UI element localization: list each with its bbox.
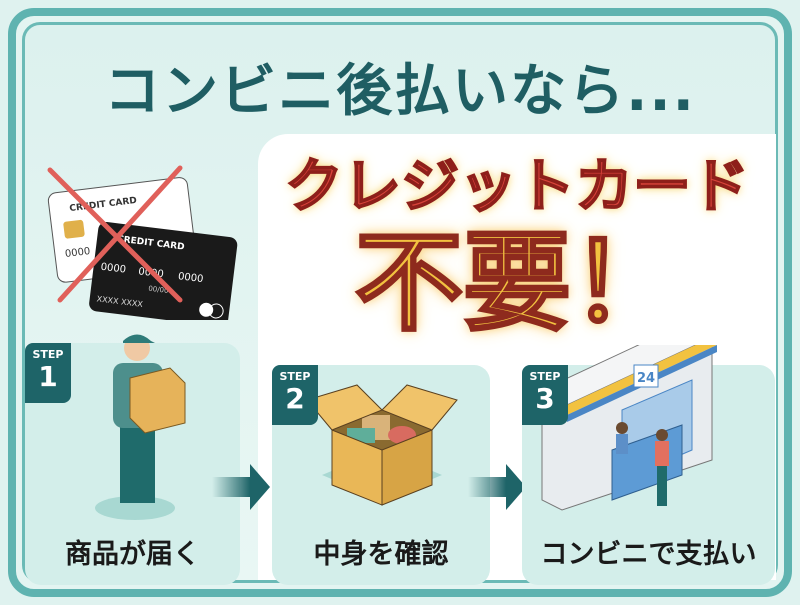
card-expiry: 00/00 bbox=[148, 285, 169, 295]
step-label: 中身を確認 bbox=[313, 539, 449, 570]
card-number: 0000 bbox=[100, 262, 127, 276]
arrow-right-icon bbox=[212, 464, 270, 510]
card-number: 0000 bbox=[177, 271, 204, 285]
card-number: 0000 bbox=[64, 246, 91, 260]
delivery-person-illustration bbox=[95, 334, 186, 520]
arrow-right-icon bbox=[468, 464, 526, 510]
convenience-store-illustration: 24 bbox=[540, 345, 717, 511]
step-label: 商品が届く bbox=[65, 539, 200, 570]
open-box-illustration bbox=[306, 384, 458, 506]
store-sign: 24 bbox=[637, 371, 655, 386]
page-title: コンビニ後払いなら... bbox=[104, 59, 696, 124]
step-label: コンビニで支払い bbox=[540, 539, 757, 570]
headline: クレジットカード bbox=[284, 152, 750, 220]
crossed-credit-cards-illustration: CREDIT CARD 0000 CREDIT CARD 0000 0000 0… bbox=[47, 165, 238, 320]
headline-emphasis: 不要！ bbox=[353, 221, 680, 346]
